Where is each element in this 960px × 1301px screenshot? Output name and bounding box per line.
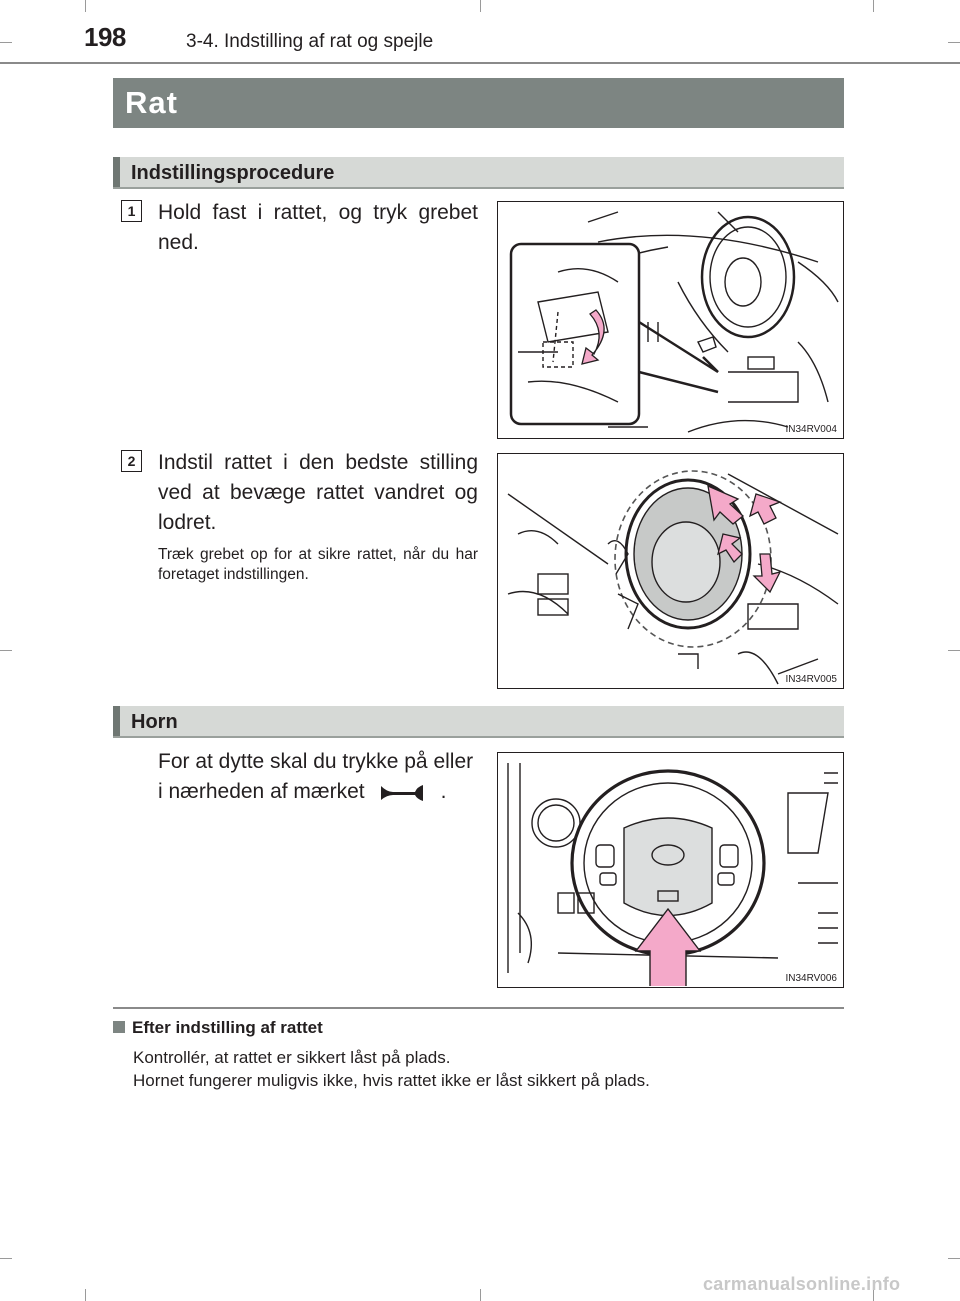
step-number-2: 2 <box>121 450 142 472</box>
section-horn-heading: Horn <box>113 706 844 738</box>
square-bullet-icon <box>113 1021 125 1033</box>
step-2-note: Træk grebet op for at sikre rattet, når … <box>158 546 478 583</box>
after-adjust-heading-text: Efter indstilling af rattet <box>132 1018 323 1037</box>
after-adjust-line-1: Kontrollér, at rattet er sikkert låst på… <box>133 1048 451 1067</box>
figure-code: IN34RV006 <box>785 973 837 984</box>
page-number: 198 <box>84 22 126 52</box>
step-number-1: 1 <box>121 200 142 222</box>
crop-mark <box>480 0 481 12</box>
page-title: Rat <box>113 78 844 128</box>
step-1-text: Hold fast i rattet, og tryk grebet ned. <box>158 201 478 254</box>
watermark: carmanualsonline.info <box>703 1274 901 1294</box>
figure-lever-release: IN34RV004 <box>497 201 844 439</box>
tilt-up-arrow-icon <box>707 484 744 525</box>
crop-mark <box>873 1289 874 1301</box>
chapter-title: 3-4. Indstilling af rat og spejle <box>186 31 434 52</box>
crop-mark <box>85 1289 86 1301</box>
section-marker <box>113 706 120 736</box>
steering-adjust-illustration <box>507 470 839 685</box>
crop-mark <box>948 42 960 43</box>
section-label: Indstillingsprocedure <box>131 162 335 184</box>
horn-icon <box>379 782 425 802</box>
crop-mark <box>0 42 12 43</box>
press-arrow-icon <box>634 907 702 986</box>
divider <box>113 1007 844 1009</box>
horn-text-after: . <box>440 780 447 803</box>
crop-mark <box>0 650 12 651</box>
press-down-arrow-icon <box>581 309 605 365</box>
telescope-in-arrow-icon <box>717 533 743 564</box>
figure-code: IN34RV004 <box>785 424 837 435</box>
crop-mark <box>873 0 874 12</box>
header-divider <box>0 62 960 64</box>
after-adjust-heading: Efter indstilling af rattet <box>113 1018 323 1038</box>
horn-text-before: For at dytte skal du trykke på eller i n… <box>158 750 474 803</box>
crop-mark <box>480 1289 481 1301</box>
tilt-down-arrow-icon <box>752 553 782 594</box>
step-2-text: Indstil rattet i den bedste stilling ved… <box>158 451 478 534</box>
section-marker <box>113 157 120 187</box>
after-adjust-line-2: Hornet fungerer muligvis ikke, hvis ratt… <box>133 1071 650 1090</box>
horn-text: For at dytte skal du trykke på eller i n… <box>158 747 478 807</box>
figure-code: IN34RV005 <box>785 674 837 685</box>
crop-mark <box>85 0 86 12</box>
horn-pad-illustration <box>507 763 838 986</box>
crop-mark <box>0 1258 12 1259</box>
section-procedure-heading: Indstillingsprocedure <box>113 157 844 189</box>
figure-wheel-adjust: IN34RV005 <box>497 453 844 689</box>
crop-mark <box>948 650 960 651</box>
section-label: Horn <box>131 711 178 733</box>
telescope-out-arrow-icon <box>748 493 782 525</box>
crop-mark <box>948 1258 960 1259</box>
figure-horn-pad: IN34RV006 <box>497 752 844 988</box>
steering-lever-illustration <box>509 211 839 433</box>
